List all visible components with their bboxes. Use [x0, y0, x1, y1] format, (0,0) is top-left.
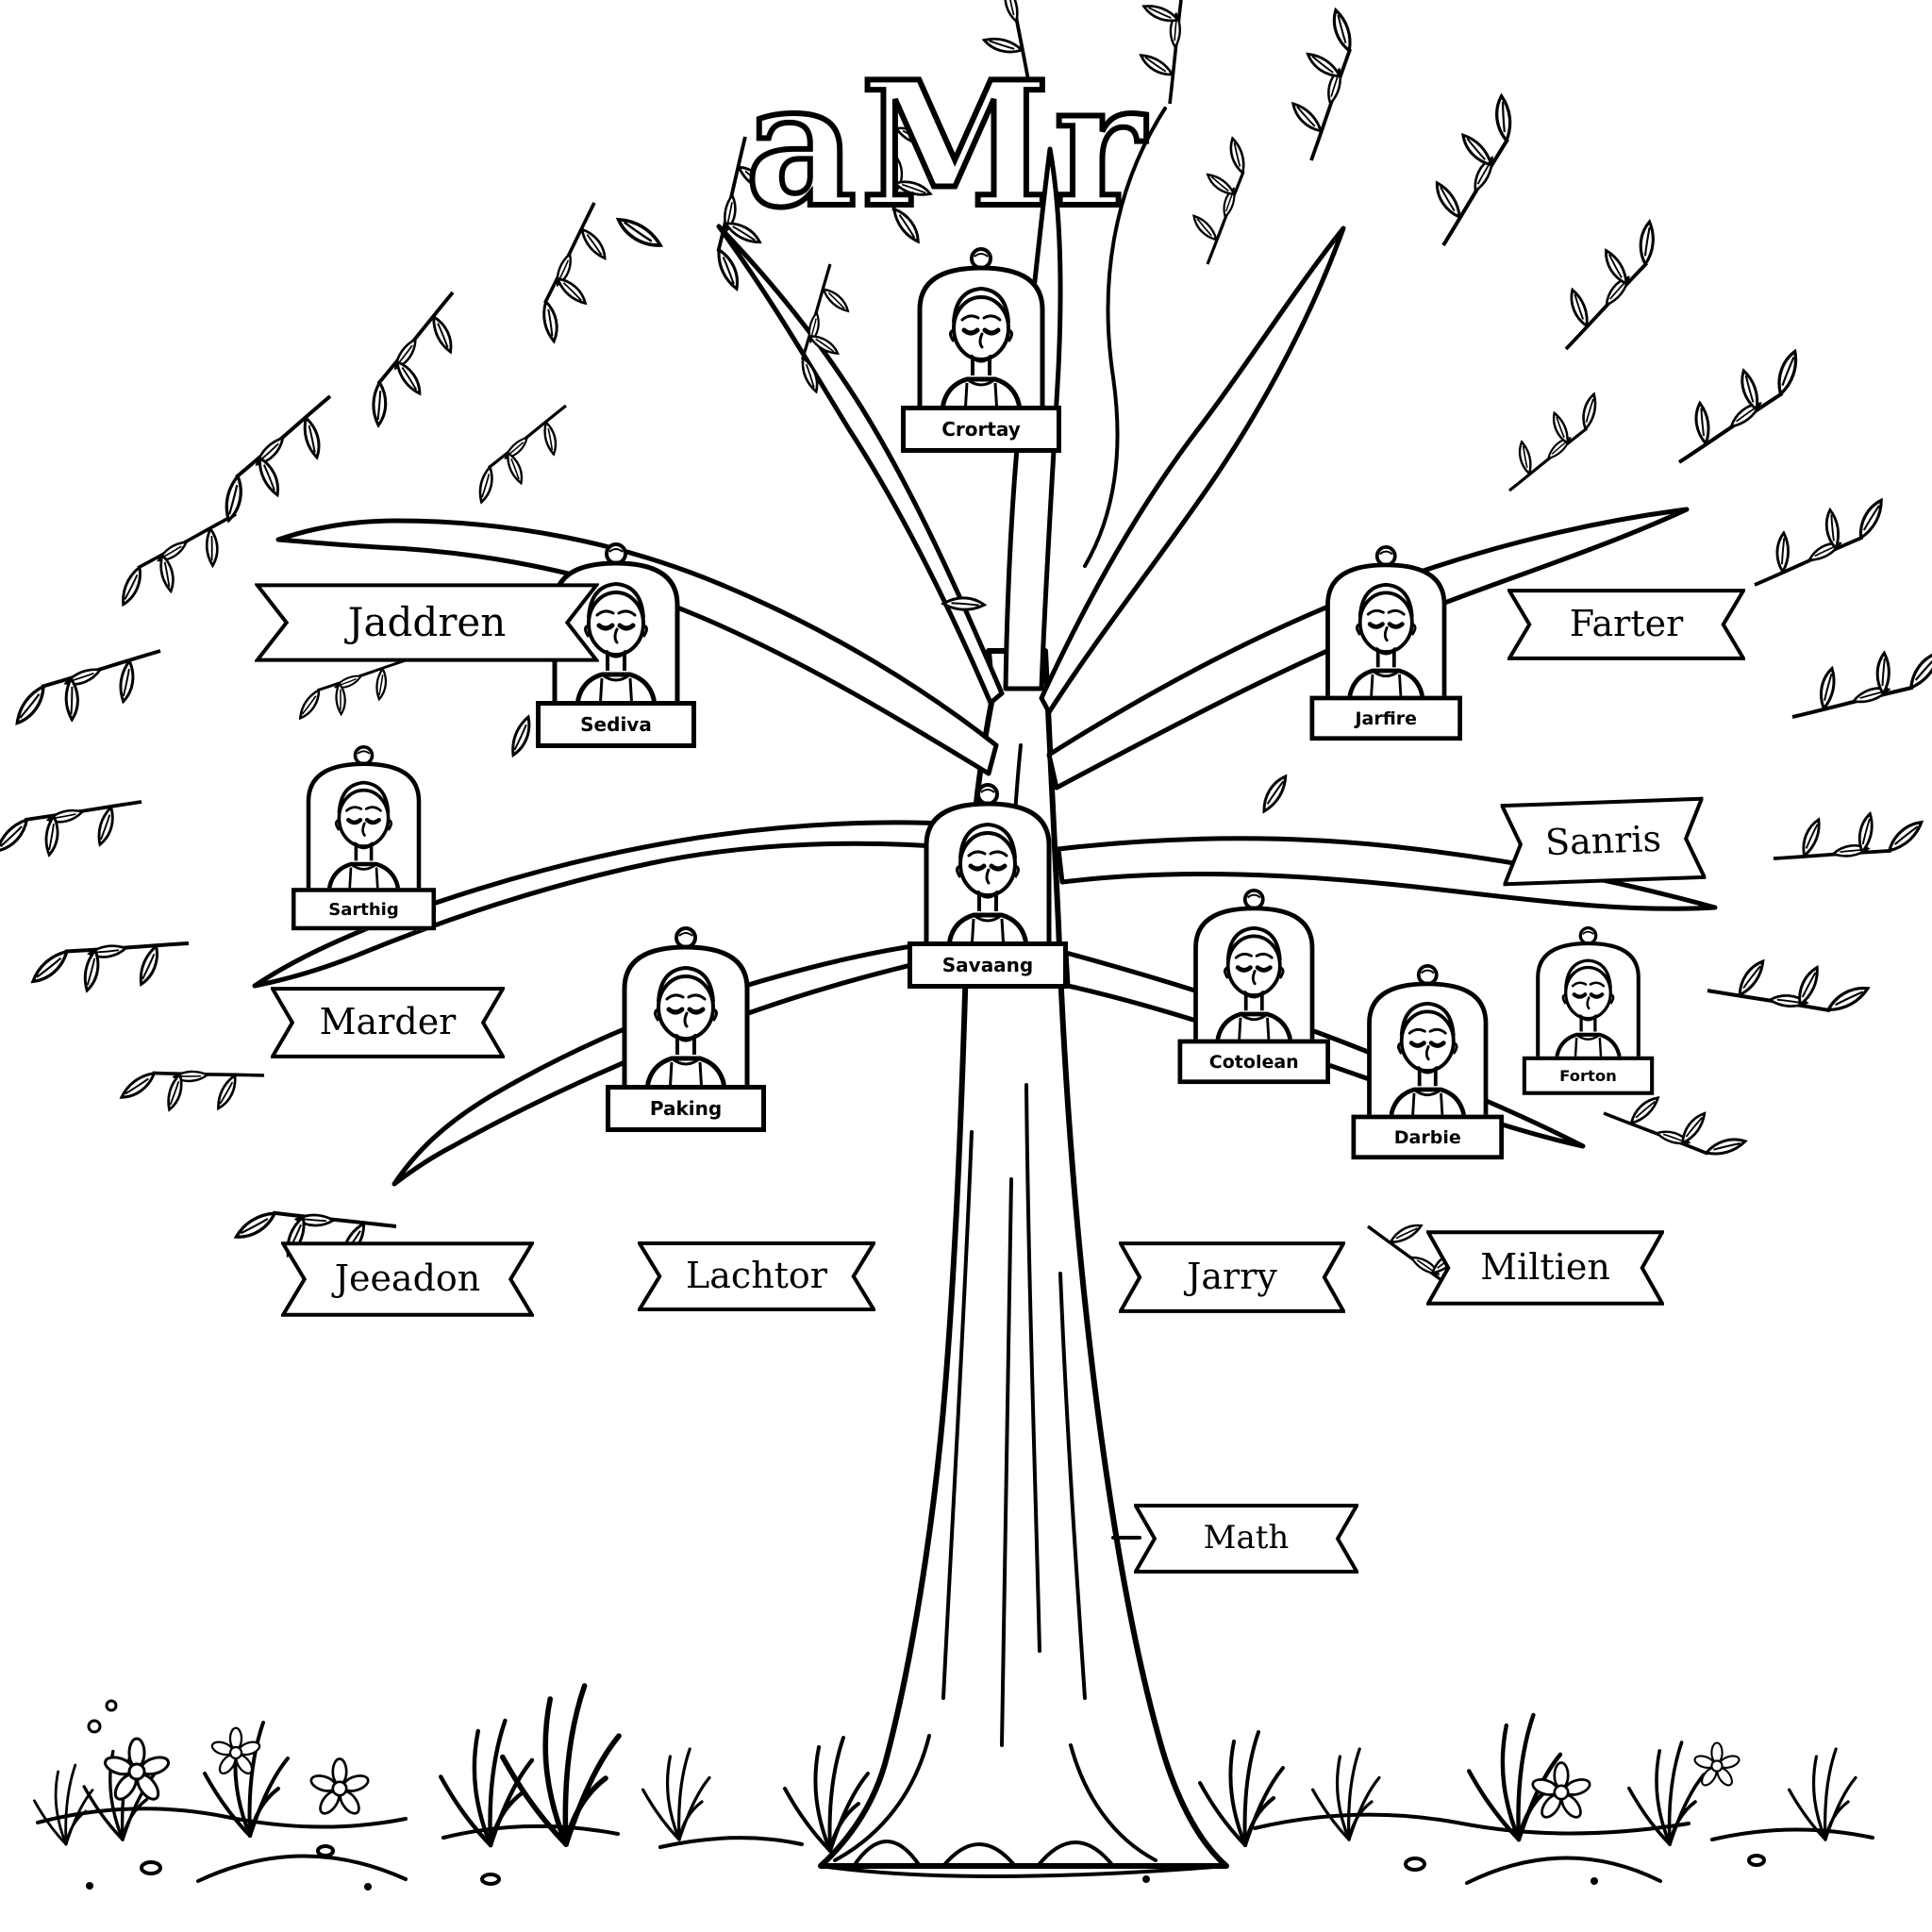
ribbon-icon — [1426, 1230, 1664, 1306]
portrait-sediva: Sediva — [536, 542, 696, 769]
portrait-face-icon — [1530, 926, 1646, 1076]
portrait-face-icon — [910, 247, 1052, 430]
flowers — [87, 1699, 1742, 1823]
portrait-nameplate: Sarthig — [291, 888, 436, 931]
ribbon-icon — [1134, 1504, 1358, 1574]
ribbon-icon — [1507, 589, 1745, 660]
portrait-face-icon — [1360, 964, 1495, 1138]
portrait-nameplate: Cotolean — [1177, 1039, 1330, 1085]
portrait-face-icon — [917, 783, 1058, 966]
ribbon-icon — [271, 987, 505, 1058]
ribbon-icon — [255, 583, 599, 662]
portrait-crortay: Crortay — [901, 247, 1061, 474]
portrait-savaang: Savaang — [908, 783, 1068, 1009]
portrait-face-icon — [615, 926, 757, 1109]
page-title: aMr — [742, 43, 1149, 245]
portrait-sarthig: Sarthig — [291, 745, 436, 949]
ribbon-icon — [1119, 1241, 1345, 1313]
portrait-darbie: Darbie — [1351, 964, 1504, 1179]
portrait-nameplate: Crortay — [901, 406, 1061, 453]
portrait-face-icon — [300, 745, 427, 910]
portrait-face-icon — [1187, 889, 1322, 1062]
bark-lines — [833, 107, 1167, 1868]
banner-jarry: Jarry — [1119, 1241, 1345, 1313]
banner-math: Math — [1134, 1504, 1358, 1574]
portrait-jarfire: Jarfire — [1309, 545, 1462, 760]
portrait-nameplate: Savaang — [908, 941, 1068, 989]
portrait-nameplate: Forton — [1522, 1056, 1655, 1095]
banner-miltien: Miltien — [1426, 1230, 1664, 1306]
portrait-nameplate: Paking — [606, 1085, 766, 1132]
portrait-forton: Forton — [1522, 926, 1655, 1112]
banner-lachtor: Lachtor — [638, 1241, 875, 1311]
ribbon-icon — [281, 1241, 534, 1317]
banner-jaddren: Jaddren — [255, 583, 599, 662]
banner-sanris: Sanris — [1501, 796, 1707, 886]
portrait-nameplate: Jarfire — [1309, 695, 1462, 741]
portrait-face-icon — [1319, 545, 1454, 719]
banner-marder: Marder — [271, 987, 505, 1058]
portrait-nameplate: Sediva — [536, 701, 696, 748]
ribbon-icon — [638, 1241, 875, 1311]
ground — [36, 1807, 1874, 1890]
portrait-nameplate: Darbie — [1351, 1114, 1504, 1160]
banner-farter: Farter — [1507, 589, 1745, 660]
portrait-cotolean: Cotolean — [1177, 889, 1330, 1104]
ribbon-icon — [1501, 796, 1707, 886]
portrait-paking: Paking — [606, 926, 766, 1153]
banner-jeeadon: Jeeadon — [281, 1241, 534, 1317]
